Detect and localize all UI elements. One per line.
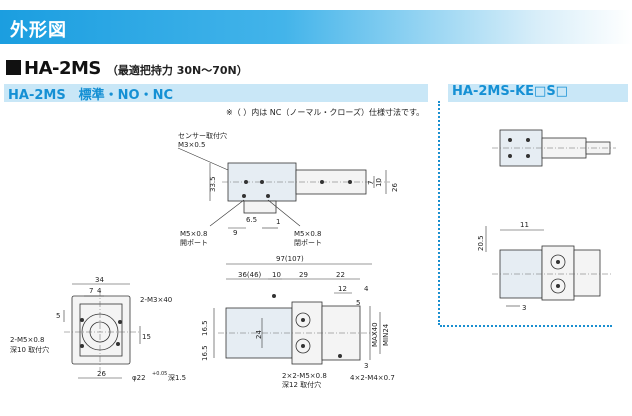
open-port-size: M5×0.8	[180, 230, 208, 238]
dim-5-side: 5	[356, 299, 360, 307]
dim-24-side: 24	[255, 330, 263, 339]
dim-10-side: 10	[272, 271, 281, 279]
open-port-label: 開ポート	[180, 239, 208, 247]
dim-22: 22	[336, 271, 345, 279]
bore-diameter: φ22	[132, 374, 146, 382]
dim-26-end: 26	[97, 370, 106, 378]
dim-12: 12	[338, 285, 347, 293]
dim-33-5: 33.5	[209, 176, 217, 192]
model-heading: HA-2MS （最適把持力 30N～70N）	[6, 58, 248, 80]
dim-7-end: 7	[89, 287, 93, 295]
dim-max: MAX40	[371, 322, 379, 347]
bore-depth: 深1.5	[168, 373, 186, 382]
dim-97: 97(107)	[276, 255, 304, 263]
square-bullet-icon	[6, 60, 21, 75]
model-subtitle: （最適把持力 30N～70N）	[106, 64, 248, 77]
section-banner: 外形図	[0, 10, 632, 44]
dim-26-top: 26	[391, 183, 399, 192]
tap-2m5-depth: 深10 取付穴	[10, 345, 49, 354]
right-section-bar: HA-2MS-KE□S□	[448, 84, 628, 102]
dim-16-5-a: 16.5	[201, 320, 209, 336]
tap-b: 4×2-M4×0.7	[350, 374, 395, 382]
side-view-drawing: 97(107) 36(46) 10 29 22 12 4 5 16.5 16.5…	[201, 255, 395, 389]
end-view-drawing: 34 7 4 5 15 26 2-M3×40 2-M5×0.8 深10 取付穴 …	[10, 276, 186, 382]
ke-dim-20-5: 20.5	[477, 235, 485, 251]
close-port-size: M5×0.8	[294, 230, 322, 238]
ke-dim-11: 11	[520, 221, 529, 229]
close-port-label: 閉ポート	[294, 239, 322, 247]
tap-2m5: 2-M5×0.8	[10, 336, 44, 344]
banner-title: 外形図	[10, 20, 67, 41]
dim-34: 34	[95, 276, 104, 284]
dim-7-top: 7	[367, 181, 375, 185]
dim-15-end: 15	[142, 333, 151, 341]
tap-a-depth: 深12 取付穴	[282, 380, 321, 389]
dim-1: 1	[276, 218, 280, 226]
left-section-title: HA-2MS 標準・NO・NC	[8, 88, 174, 103]
tap-a: 2×2-M5×0.8	[282, 372, 327, 380]
ke-view-drawing: 20.5 11 3	[477, 129, 616, 312]
dim-29: 29	[299, 271, 308, 279]
left-section-bar: HA-2MS 標準・NO・NC	[4, 84, 428, 103]
dim-9: 9	[233, 229, 237, 237]
dotted-frame-bottom	[440, 325, 612, 327]
dim-6-5: 6.5	[246, 216, 257, 224]
ke-dim-3: 3	[522, 304, 526, 312]
dim-16-5-b: 16.5	[201, 345, 209, 361]
top-view-drawing: センサー取付穴 M3×0.5 33.5 26 7 10 9 6.5 1 M5×0…	[177, 131, 399, 247]
dim-5-end: 5	[56, 312, 60, 320]
bore-tolerance: +0.05	[152, 371, 167, 377]
dim-10-top: 10	[375, 178, 383, 187]
model-name: HA-2MS	[24, 58, 101, 79]
top-view-bracket	[243, 200, 277, 214]
nc-note: ※（ ）内は NC（ノーマル・クローズ）仕様寸法です。	[226, 108, 425, 117]
sensor-hole-label: センサー取付穴	[178, 131, 227, 140]
dotted-divider	[438, 101, 440, 325]
dim-4-end: 4	[97, 287, 102, 295]
sensor-hole-size: M3×0.5	[178, 141, 206, 149]
tap-2m3: 2-M3×40	[140, 296, 172, 304]
right-section-title: HA-2MS-KE□S□	[452, 84, 568, 99]
dim-4-side: 4	[364, 285, 369, 293]
dim-min: MIN24	[382, 323, 390, 346]
dim-36: 36(46)	[238, 271, 262, 279]
dim-3-side: 3	[364, 362, 368, 370]
